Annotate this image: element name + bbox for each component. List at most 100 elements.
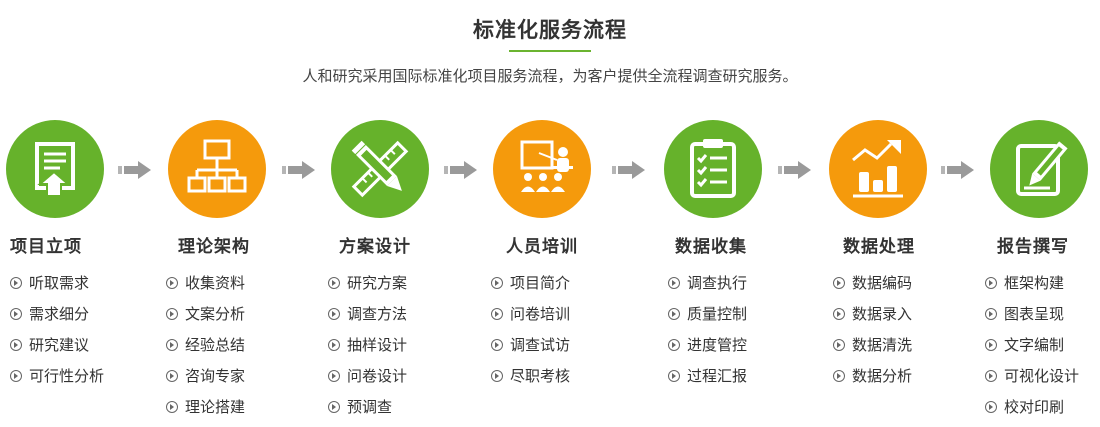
step-plan-design: 方案设计 研究方案 调查方法 抽样设计 问卷设计 预调查	[328, 120, 493, 427]
pencil-ruler-icon	[331, 120, 429, 218]
play-circle-icon	[10, 276, 22, 289]
list-item: 项目简介	[491, 267, 570, 298]
play-circle-icon	[166, 338, 178, 351]
play-circle-icon	[328, 369, 340, 382]
play-circle-icon	[833, 338, 845, 351]
play-circle-icon	[668, 307, 680, 320]
play-circle-icon	[328, 276, 340, 289]
list-item: 图表呈现	[985, 298, 1079, 329]
play-circle-icon	[491, 307, 503, 320]
play-circle-icon	[328, 400, 340, 413]
list-item: 理论搭建	[166, 391, 245, 422]
step-title: 方案设计	[339, 237, 411, 257]
play-circle-icon	[491, 338, 503, 351]
step-data-processing: 数据处理 数据编码 数据录入 数据清洗 数据分析	[829, 120, 989, 427]
step-title: 数据处理	[843, 237, 915, 257]
step-items: 数据编码 数据录入 数据清洗 数据分析	[833, 267, 912, 391]
play-circle-icon	[10, 369, 22, 382]
report-edit-icon	[990, 120, 1088, 218]
list-item: 需求细分	[10, 298, 104, 329]
clipboard-checklist-icon	[664, 120, 762, 218]
list-item: 进度管控	[668, 329, 747, 360]
play-circle-icon	[833, 276, 845, 289]
list-item: 调查方法	[328, 298, 407, 329]
list-item: 数据清洗	[833, 329, 912, 360]
list-item: 问卷培训	[491, 298, 570, 329]
play-circle-icon	[166, 307, 178, 320]
step-theoretical-framework: 理论架构 收集资料 文案分析 经验总结 咨询专家 理论搭建	[166, 120, 330, 427]
page-title: 标准化服务流程	[473, 18, 627, 42]
growth-chart-icon	[829, 120, 927, 218]
list-item: 数据录入	[833, 298, 912, 329]
list-item: 校对印刷	[985, 391, 1079, 422]
org-chart-icon	[168, 120, 266, 218]
title-underline	[509, 50, 591, 52]
play-circle-icon	[166, 276, 178, 289]
step-items: 框架构建 图表呈现 文字编制 可视化设计 校对印刷	[985, 267, 1079, 422]
list-item: 尽职考核	[491, 360, 570, 391]
list-item: 调查执行	[668, 267, 747, 298]
list-item: 可视化设计	[985, 360, 1079, 391]
step-title: 项目立项	[10, 237, 82, 257]
arrow-right-icon	[118, 160, 152, 180]
step-title: 数据收集	[675, 237, 747, 257]
play-circle-icon	[328, 338, 340, 351]
step-items: 调查执行 质量控制 进度管控 过程汇报	[668, 267, 747, 391]
play-circle-icon	[833, 307, 845, 320]
play-circle-icon	[985, 338, 997, 351]
play-circle-icon	[985, 307, 997, 320]
list-item: 咨询专家	[166, 360, 245, 391]
list-item: 过程汇报	[668, 360, 747, 391]
list-item: 数据编码	[833, 267, 912, 298]
list-item: 质量控制	[668, 298, 747, 329]
step-report-writing: 报告撰写 框架构建 图表呈现 文字编制 可视化设计 校对印刷	[985, 120, 1100, 427]
list-item: 预调查	[328, 391, 407, 422]
list-item: 调查试访	[491, 329, 570, 360]
list-item: 听取需求	[10, 267, 104, 298]
step-title: 报告撰写	[997, 237, 1069, 257]
training-presentation-icon	[493, 120, 591, 218]
play-circle-icon	[491, 276, 503, 289]
list-item: 框架构建	[985, 267, 1079, 298]
list-item: 收集资料	[166, 267, 245, 298]
step-title: 理论架构	[178, 237, 250, 257]
arrow-right-icon	[941, 160, 975, 180]
step-items: 收集资料 文案分析 经验总结 咨询专家 理论搭建	[166, 267, 245, 422]
page-subtitle: 人和研究采用国际标准化项目服务流程，为客户提供全流程调查研究服务。	[302, 67, 798, 85]
arrow-right-icon	[444, 160, 478, 180]
step-data-collection: 数据收集 调查执行 质量控制 进度管控 过程汇报	[664, 120, 825, 427]
play-circle-icon	[985, 369, 997, 382]
list-item: 文案分析	[166, 298, 245, 329]
step-items: 项目简介 问卷培训 调查试访 尽职考核	[491, 267, 570, 391]
list-item: 研究方案	[328, 267, 407, 298]
play-circle-icon	[328, 307, 340, 320]
step-title: 人员培训	[506, 237, 578, 257]
arrow-right-icon	[778, 160, 812, 180]
list-item: 文字编制	[985, 329, 1079, 360]
step-items: 听取需求 需求细分 研究建议 可行性分析	[10, 267, 104, 391]
step-project-initiation: 项目立项 听取需求 需求细分 研究建议 可行性分析	[6, 120, 170, 427]
play-circle-icon	[10, 338, 22, 351]
list-item: 数据分析	[833, 360, 912, 391]
arrow-right-icon	[612, 160, 646, 180]
step-staff-training: 人员培训 项目简介 问卷培训 调查试访 尽职考核	[491, 120, 656, 427]
step-items: 研究方案 调查方法 抽样设计 问卷设计 预调查	[328, 267, 407, 422]
play-circle-icon	[668, 369, 680, 382]
play-circle-icon	[166, 369, 178, 382]
play-circle-icon	[10, 307, 22, 320]
list-item: 研究建议	[10, 329, 104, 360]
play-circle-icon	[166, 400, 178, 413]
arrow-right-icon	[282, 160, 316, 180]
list-item: 可行性分析	[10, 360, 104, 391]
list-item: 问卷设计	[328, 360, 407, 391]
play-circle-icon	[985, 276, 997, 289]
play-circle-icon	[668, 276, 680, 289]
play-circle-icon	[491, 369, 503, 382]
list-item: 抽样设计	[328, 329, 407, 360]
document-upload-icon	[6, 120, 104, 218]
play-circle-icon	[985, 400, 997, 413]
list-item: 经验总结	[166, 329, 245, 360]
play-circle-icon	[668, 338, 680, 351]
play-circle-icon	[833, 369, 845, 382]
